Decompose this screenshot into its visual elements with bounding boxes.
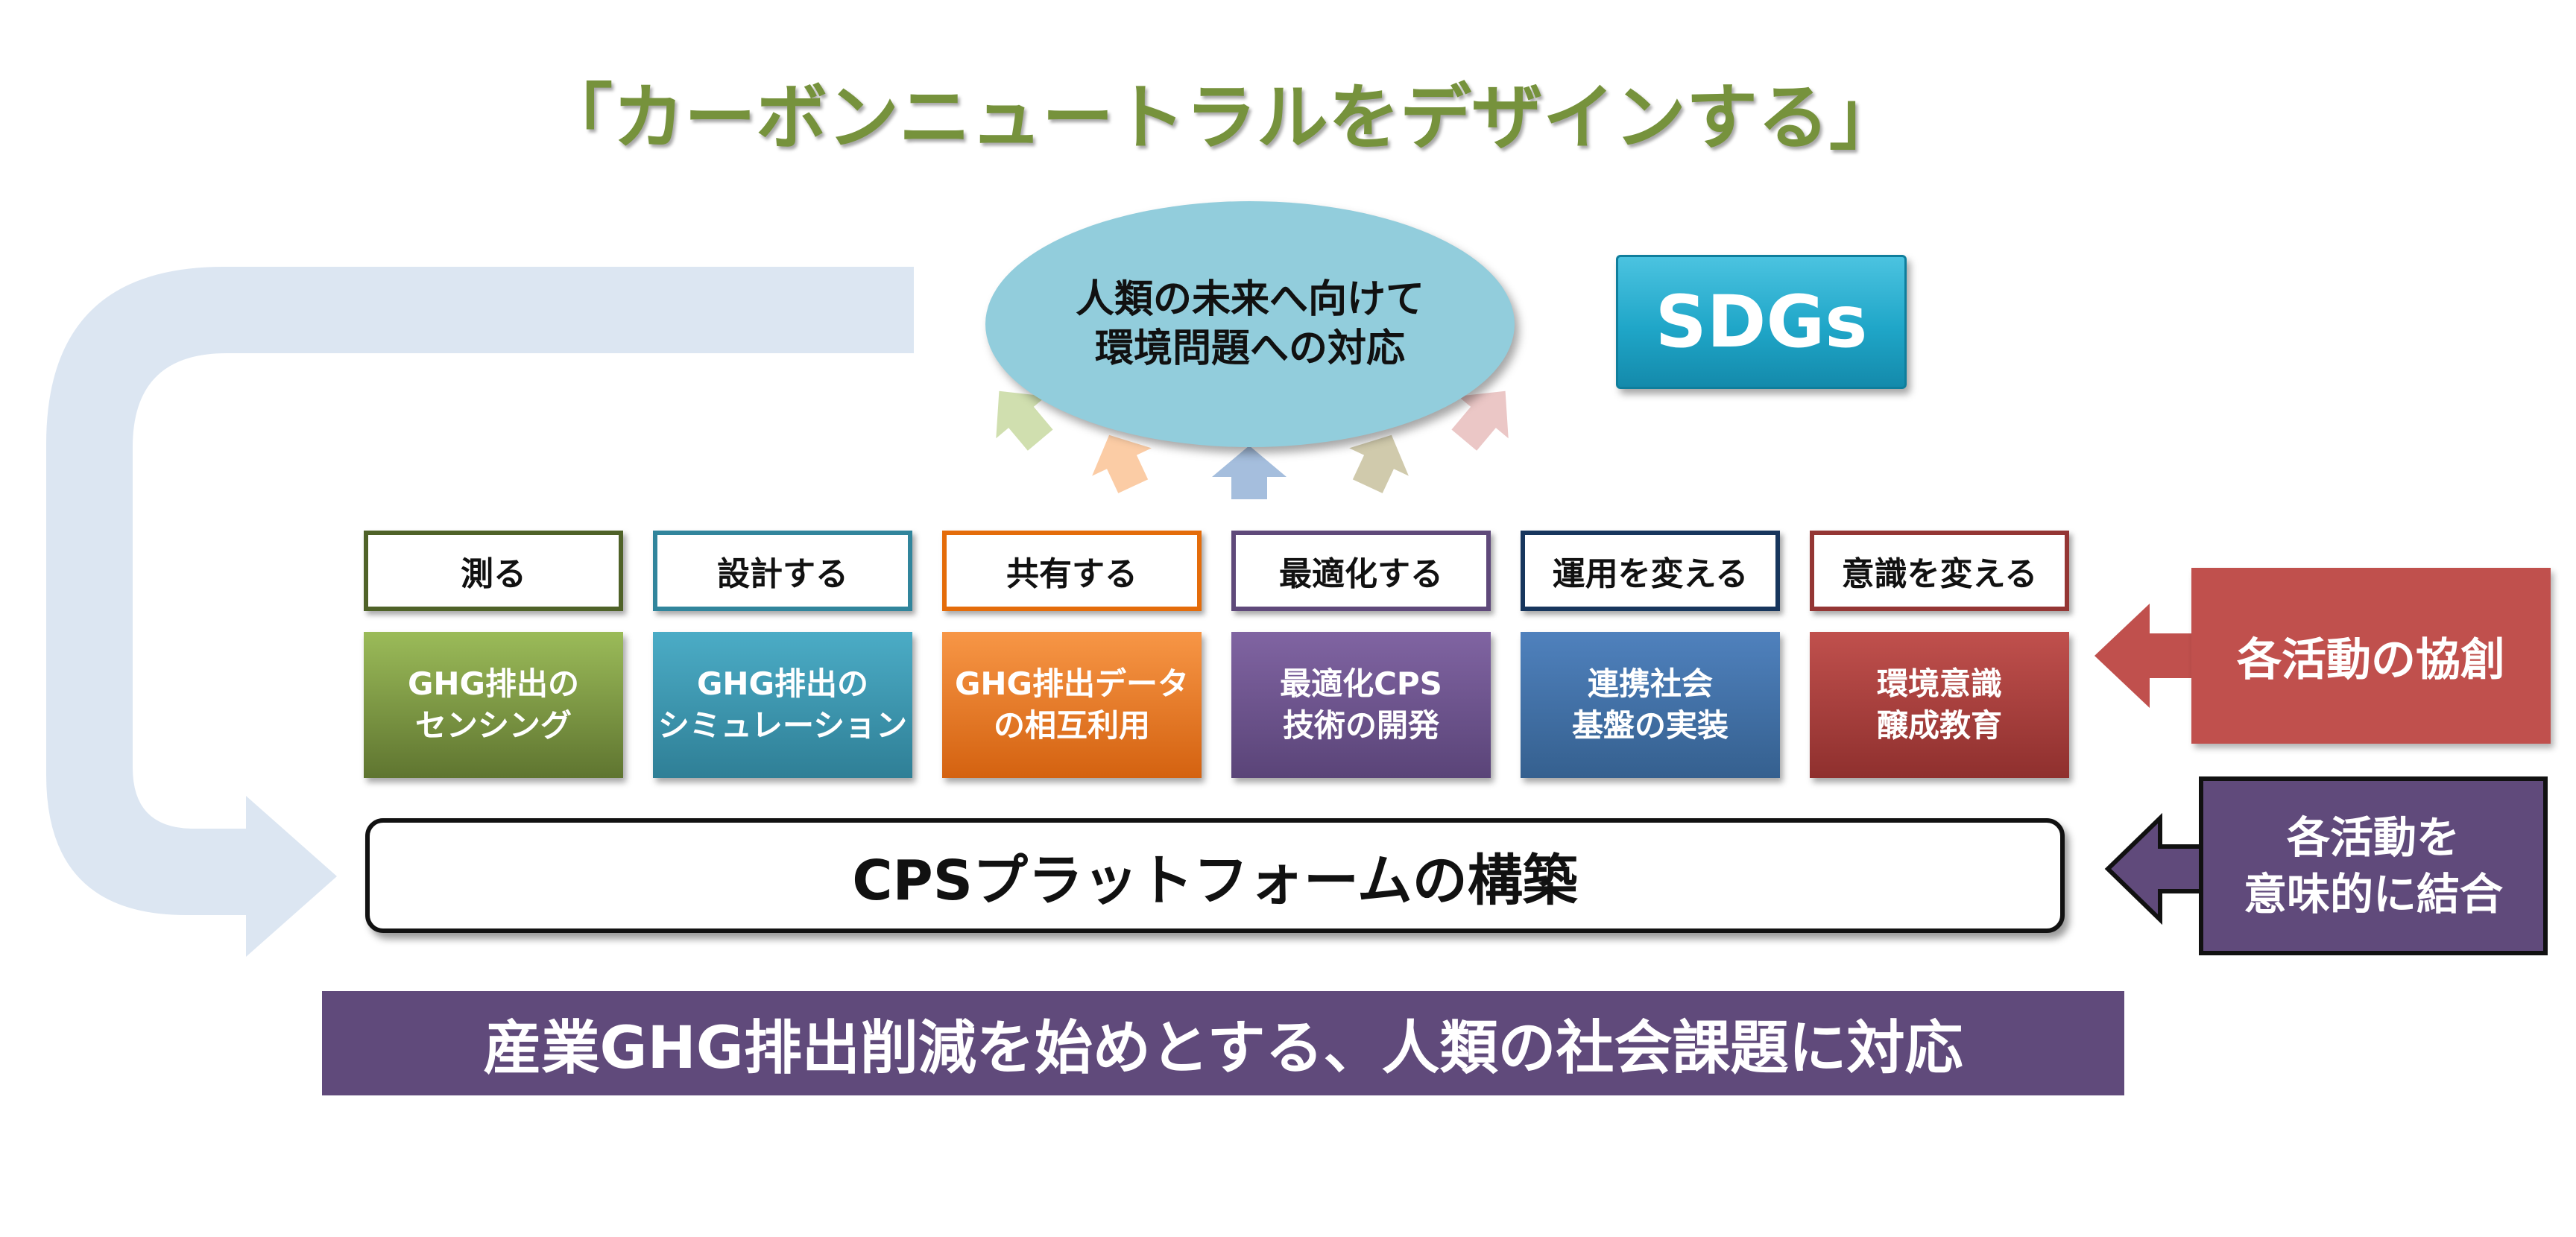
activity-box-social-platform: 連携社会基盤の実装 (1521, 632, 1780, 778)
activity-box-simulation: GHG排出のシミュレーション (653, 632, 912, 778)
activity-label-measure: 測る (364, 531, 623, 611)
activity-label-design: 設計する (653, 531, 912, 611)
co-creation-box: 各活動の協創 (2191, 568, 2551, 744)
activity-box-education: 環境意識醸成教育 (1810, 632, 2069, 778)
goal-line-1: 人類の未来へ向けて (1075, 277, 1424, 322)
arrow-olive (1349, 434, 1409, 493)
activity-box-data-sharing: GHG排出データの相互利用 (942, 632, 1202, 778)
integration-line-2: 意味的に結合 (2243, 869, 2503, 920)
goal-ellipse: 人類の未来へ向けて 環境問題への対応 (985, 201, 1515, 447)
activity-label-share: 共有する (942, 531, 1202, 611)
bottom-banner: 産業GHG排出削減を始めとする、人類の社会課題に対応 (322, 991, 2124, 1095)
arrow-orange (1092, 434, 1152, 493)
arrow-blue (1212, 446, 1287, 499)
sdgs-badge: SDGs (1616, 255, 1907, 389)
activity-label-optimize: 最適化する (1231, 531, 1491, 611)
activity-box-sensing: GHG排出のセンシング (364, 632, 623, 778)
activity-label-operation: 運用を変える (1521, 531, 1780, 611)
cps-platform-bar: CPSプラットフォームの構築 (365, 818, 2065, 933)
integration-line-1: 各活動を (2286, 812, 2460, 863)
arrow-green (996, 390, 1053, 451)
arrow-pink (1451, 390, 1509, 451)
diagram-title: 「カーボンニュートラルをデザインする」 (541, 76, 1901, 159)
integration-arrow (2104, 812, 2205, 926)
goal-line-2: 環境問題への対応 (1094, 326, 1405, 371)
contribution-arrows (996, 390, 1509, 499)
integration-box: 各活動を 意味的に結合 (2199, 776, 2548, 955)
activity-label-awareness: 意識を変える (1810, 531, 2069, 611)
co-creation-arrow (2094, 604, 2199, 708)
